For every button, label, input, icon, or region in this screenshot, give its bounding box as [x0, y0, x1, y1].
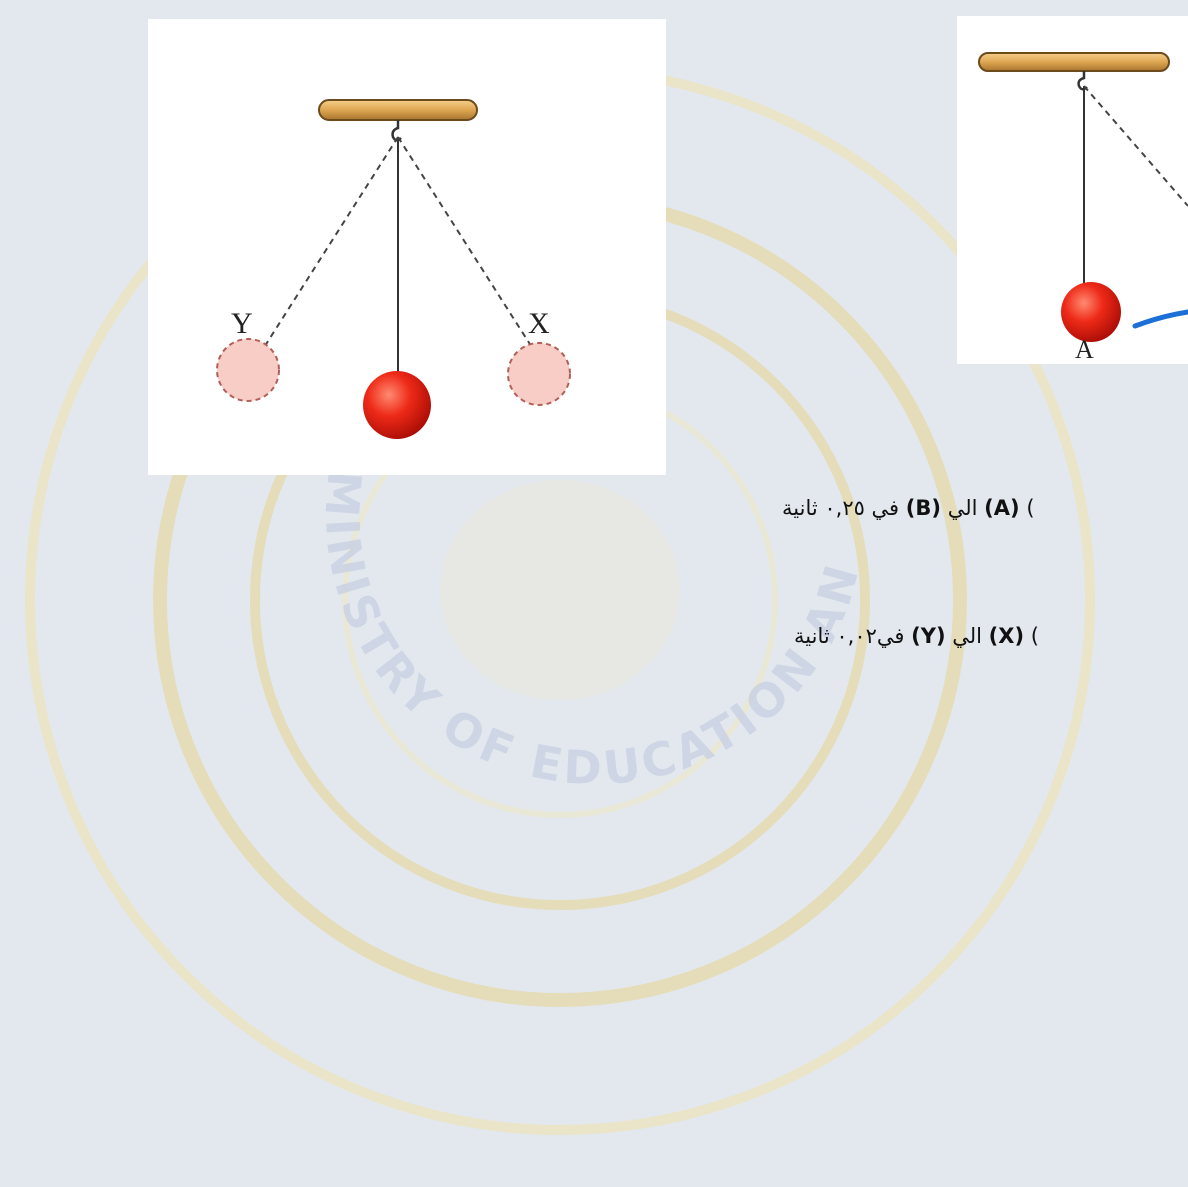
label-a: A: [1075, 335, 1094, 364]
q2-to: (Y): [911, 624, 946, 648]
dashed-string-right-figure: [1083, 85, 1188, 207]
q2-bracket: ): [1030, 624, 1039, 648]
motion-arc: [1132, 309, 1188, 329]
pendulum-figure-xy: Y X: [148, 19, 666, 475]
question-line-ab: ) (A) الي (B) في ٠,٢٥ ثانية: [782, 496, 1035, 520]
q2-to-word: الي: [952, 624, 982, 648]
dashed-string-right: [397, 136, 534, 350]
pendulum-bob: [363, 371, 431, 439]
pendulum-figure-ab: A: [957, 16, 1188, 364]
q2-from: (X): [988, 624, 1025, 648]
ghost-bob-left: [216, 338, 280, 402]
q2-tail: في٠,٠٢ ثانية: [794, 624, 905, 648]
q1-to: (B): [905, 496, 942, 520]
support-bar: [318, 99, 478, 121]
q1-to-word: الي: [947, 496, 978, 520]
question-line-xy: ) (X) الي (Y) في٠,٠٢ ثانية: [794, 624, 1039, 648]
support-bar-right: [978, 52, 1170, 72]
label-x: X: [528, 307, 550, 340]
q1-from: (A): [984, 496, 1020, 520]
q1-bracket: ): [1026, 496, 1035, 520]
label-y: Y: [231, 307, 253, 340]
ghost-bob-right: [507, 342, 571, 406]
pendulum-bob-a: [1061, 282, 1121, 342]
dashed-string-left: [262, 136, 399, 350]
q1-tail: في ٠,٢٥ ثانية: [782, 496, 900, 520]
